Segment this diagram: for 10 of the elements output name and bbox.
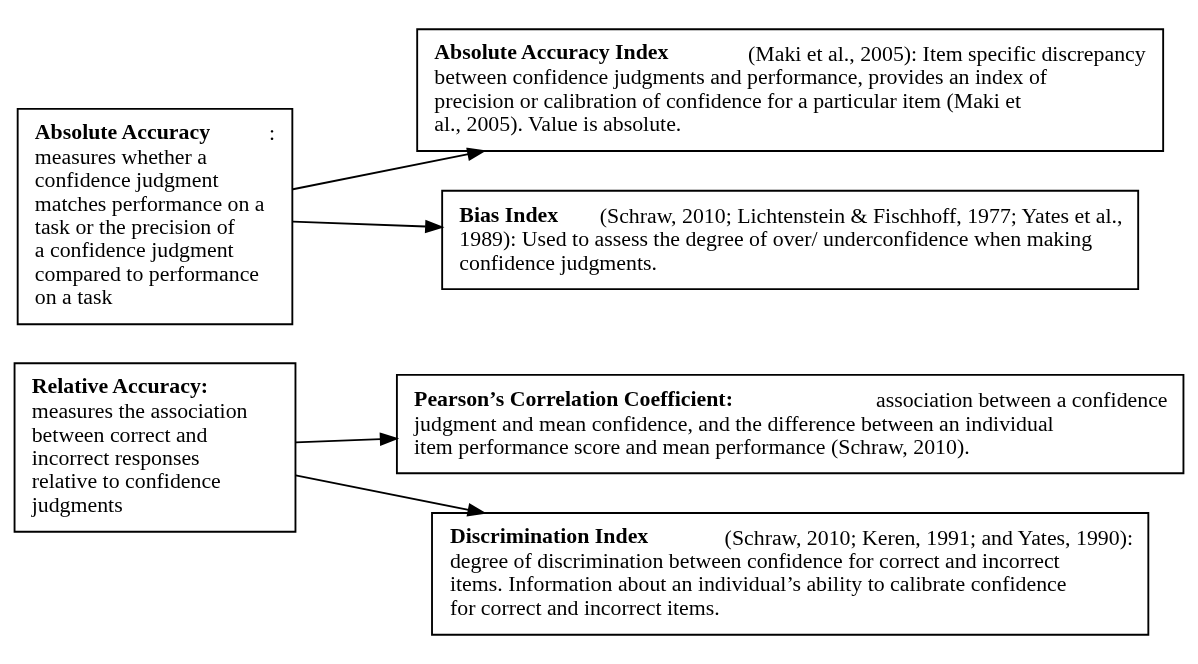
node-box: Absolute Accuracy Index (Maki et al., 2005): Item specific discrepancy between confidence judgments and performance, provides an index of precision or calibration of confidence for a particular item (Maki et al., 2005). Value is absolute.	[416, 28, 1165, 152]
arrow	[292, 219, 445, 234]
arrow	[294, 474, 487, 517]
node-box: Relative Accuracy: measures the association between correct and incorrect responses relative to confidence judgments	[13, 362, 297, 533]
arrow	[292, 147, 487, 191]
node-box: Discrimination Index (Schraw, 2010; Keren, 1991; and Yates, 1990): degree of discrimination between confidence for correct and incorrect items. Information about an individual’s ability to calibrate confidence for correct and incorrect items.	[431, 512, 1150, 636]
node-box: Bias Index (Schraw, 2010; Lichtenstein & Fischhoff, 1977; Yates et al., 1989): Used to assess the degree of over/ underconfidence when making confidence judgments.	[441, 189, 1140, 290]
node-box: Absolute Accuracy: measures whether a confidence judgment matches performance on a task or the precision of a confidence judgment compared to performance on a task	[16, 107, 294, 326]
node-box: Pearson’s Correlation Coefficient: association between a confidence judgment and mean confidence, and the difference between an individual item performance score and mean performance (Schraw, 2010).	[395, 374, 1185, 475]
arrow	[294, 432, 400, 446]
